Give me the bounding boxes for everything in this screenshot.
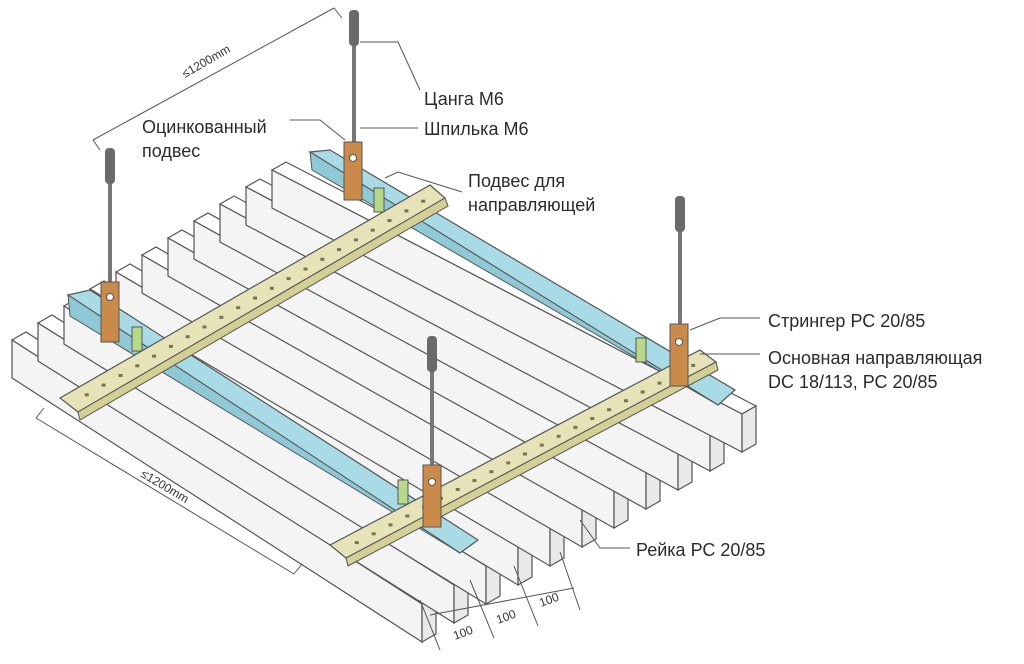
stringer-slot [573,425,578,429]
stringer-slot [405,514,410,518]
stringer-slot [353,238,358,242]
stringer-upper [58,184,449,421]
label-hanger-1: Оцинкованный [142,117,267,137]
stringer-slot [388,523,393,527]
label-stringer: Стрингер РС 20/85 [768,311,926,331]
dimension-pitch [419,551,581,651]
stringer-slot [404,209,409,213]
stringer-slot [623,399,628,403]
dimension-side [35,407,303,575]
stringer-slot [657,381,662,385]
stringer-slot [269,286,274,290]
label-main-guide-1: Основная направляющая [768,348,983,368]
stringer-slot [354,541,359,545]
stringer-slot [152,354,157,358]
stringer-slot [135,364,140,368]
label-main-guide-2: DC 18/113, РС 20/85 [768,372,938,392]
stringer-slot [303,267,308,271]
dimension-top-label: ≤1200mm [180,42,233,81]
pitch-label-1: 100 [451,623,475,643]
stringer-slot [590,417,595,420]
stringer-slot [506,461,511,465]
hanger-right [669,196,689,387]
stringer-slot [455,488,460,491]
label-guide-hanger-1: Подвес для [468,171,566,191]
stringer-slot [539,443,544,447]
guide-clips [131,187,647,505]
stringer-slot [691,363,696,367]
dimension-top [92,7,343,151]
label-rail: Рейка РС 20/85 [636,540,766,560]
stringer-slot [489,470,494,474]
stringer-slot [219,315,224,319]
stringer-slot [337,248,342,252]
hanger-left [100,148,120,343]
stringer-slot [371,532,376,536]
stringer-slot [320,257,325,261]
leader-lines [290,41,760,549]
stringer-slot [523,452,527,456]
stringer-slot [202,325,207,329]
stringer-slot [370,228,375,232]
label-collet: Цанга М6 [424,89,504,109]
label-hanger-2: подвес [142,141,201,161]
label-guide-hanger-2: направляющей [468,195,596,215]
stringer-slot [185,335,190,339]
stringer-slot [556,434,561,438]
stringer-slot [168,344,173,348]
stringer-slot [640,390,645,394]
stringer-slot [286,277,291,281]
hanger-rear [343,10,363,201]
stringer-slot [118,374,123,377]
pitch-label-2: 100 [494,607,518,627]
stringer-slot [387,219,392,222]
stringer-slot [84,393,89,397]
stringer-slot [101,383,106,387]
label-stud: Шпилька М6 [424,119,529,139]
stringer-slot [253,296,257,300]
hanger-front [422,336,442,528]
stringer-slot [472,479,477,483]
stringer-slot [421,199,426,203]
stringer-slot [236,306,241,310]
pitch-label-3: 100 [537,590,561,610]
hanger-assemblies [100,10,689,528]
rail-end [741,404,757,454]
stringer-slot [607,408,612,412]
